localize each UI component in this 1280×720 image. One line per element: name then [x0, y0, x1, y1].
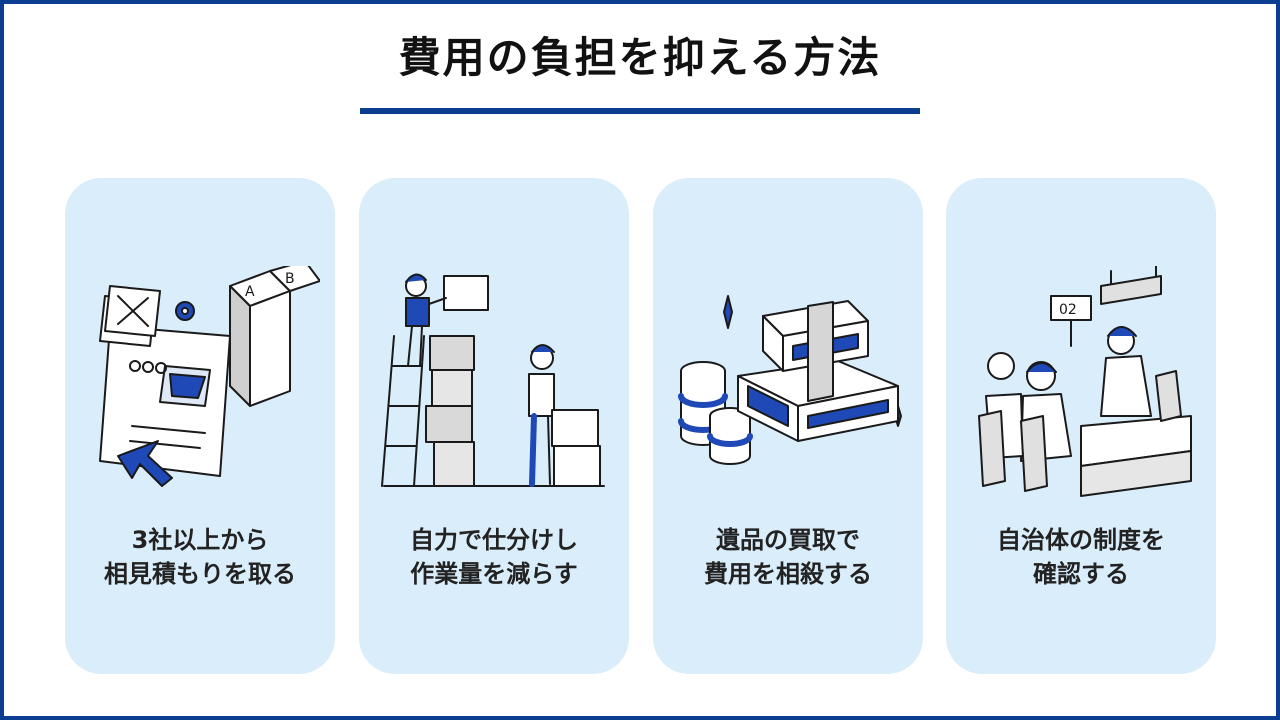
- people-stacking-boxes-icon: [381, 273, 605, 487]
- label-b: B: [285, 271, 295, 287]
- card-self-sort: 自力で仕分けし 作業量を減らす: [359, 178, 629, 674]
- card-caption: 遺品の買取で 費用を相殺する: [704, 526, 872, 588]
- slide-title: 費用の負担を抑える方法: [398, 33, 882, 82]
- card-buyback: 遺品の買取で 費用を相殺する: [653, 178, 923, 674]
- card-quotes: A B 3社以上から 相見積もりを取る: [65, 178, 335, 674]
- card-caption: 自力で仕分けし 作業量を減らす: [410, 526, 578, 588]
- label-a: A: [245, 284, 255, 300]
- municipal-office-counter-icon: 02: [978, 266, 1192, 497]
- queue-number-sign: 02: [1059, 302, 1077, 318]
- title-underline: [360, 108, 920, 114]
- card-caption: 自治体の制度を 確認する: [997, 526, 1165, 588]
- card-municipal: 02 自治体の制度を 確認する: [946, 178, 1216, 674]
- card-caption: 3社以上から 相見積もりを取る: [104, 526, 296, 588]
- money-stack-icon: [678, 295, 902, 465]
- comparison-documents-icon: A B: [99, 266, 320, 487]
